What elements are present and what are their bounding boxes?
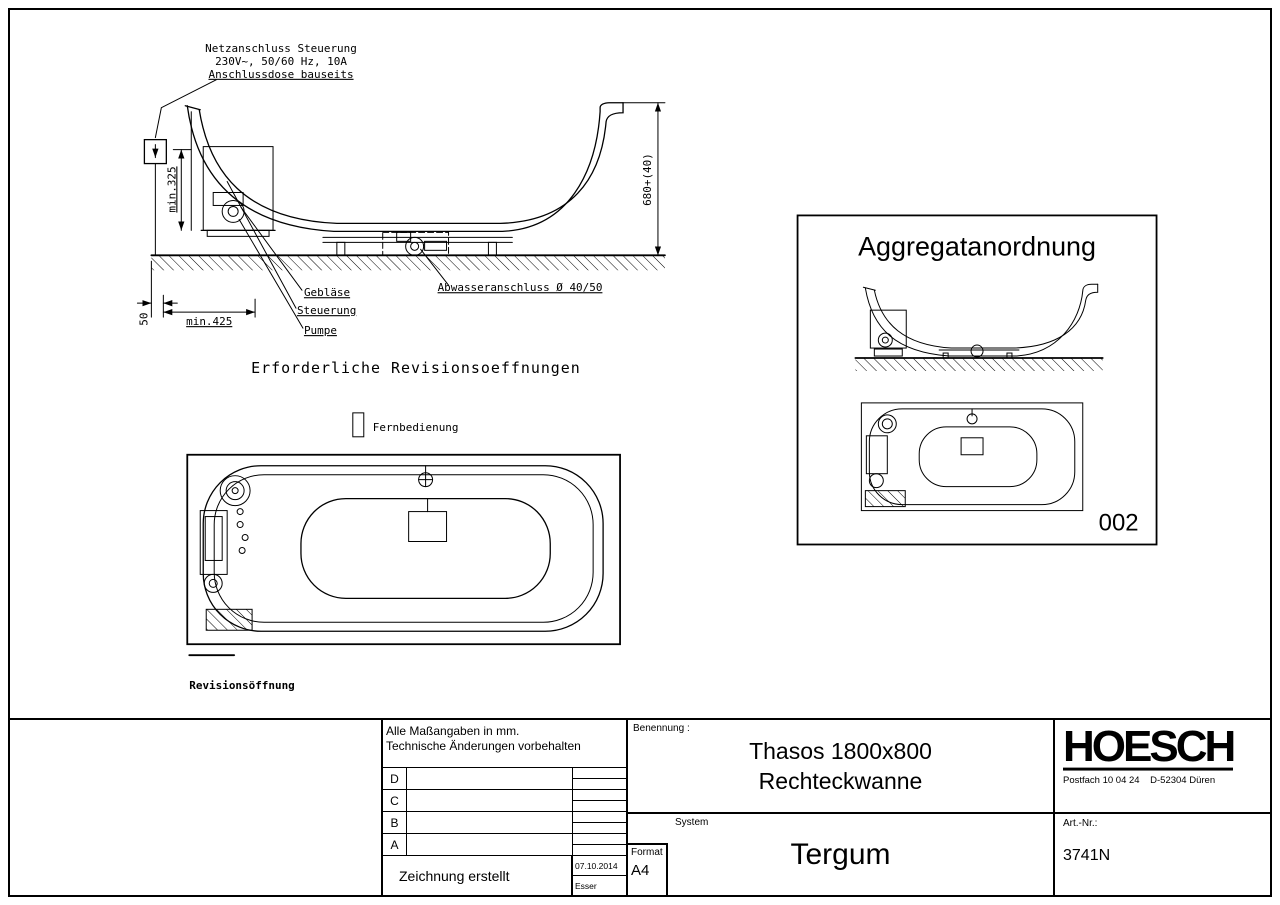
aggregat-figure-number: 002 (1099, 510, 1139, 537)
benennung-label: Benennung : (633, 723, 690, 734)
note-line2: Technische Änderungen vorbehalten (386, 739, 581, 753)
power-note-line3: Anschlussdose bauseits (208, 68, 353, 81)
revision-row-b: B (383, 812, 626, 834)
revision-letter: D (383, 768, 407, 789)
dim-min425: min.425 (186, 315, 232, 328)
product-title-line2: Rechteckwanne (758, 768, 923, 794)
format-label: Format (631, 847, 663, 858)
label-pump: Pumpe (304, 324, 337, 337)
created-date: 07.10.2014 (573, 856, 626, 876)
revision-row-c: C (383, 790, 626, 812)
brand-address: Postfach 10 04 24 D-52304 Düren (1063, 775, 1216, 786)
aggregat-title: Aggregatanordnung (858, 231, 1096, 261)
revision-note: Alle Maßangaben in mm. Technische Änderu… (383, 720, 626, 768)
side-view-labels: Netzanschluss Steuerung 230V~, 50/60 Hz,… (137, 42, 654, 434)
revision-description-cell (407, 834, 572, 855)
artnr-value: 3741N (1063, 847, 1111, 864)
legend-revision-opening: Revisionsöffnung (189, 679, 295, 692)
aggregat-panel-lines (796, 214, 1158, 546)
revision-description-cell (407, 790, 572, 811)
revision-letter: C (383, 790, 407, 811)
revision-table: Alle Maßangaben in mm. Technische Änderu… (383, 720, 628, 895)
product-title: Thasos 1800x800 Rechteckwanne (628, 720, 1053, 796)
titleblock-right: HOESCH Postfach 10 04 24 D-52304 Düren A… (1055, 720, 1270, 895)
power-note-line2: 230V~, 50/60 Hz, 10A (215, 55, 347, 68)
artnr-label: Art.-Nr.: (1063, 818, 1098, 829)
dim-min325: min.325 (165, 166, 178, 212)
technical-drawing: Netzanschluss Steuerung 230V~, 50/60 Hz,… (136, 42, 1158, 692)
system-value: Tergum (790, 837, 891, 871)
side-view-lines (136, 79, 666, 438)
label-blower: Gebläse (304, 286, 350, 299)
system-section: Format A4 System Tergum (628, 814, 1053, 895)
format-value: A4 (631, 862, 650, 879)
revision-date-cell (572, 834, 626, 855)
label-drain: Abwasseranschluss Ø 40/50 (438, 281, 603, 294)
power-note-line1: Netzanschluss Steuerung (205, 42, 357, 55)
revision-row-d: D (383, 768, 626, 790)
titleblock-center: Benennung : Thasos 1800x800 Rechteckwann… (628, 720, 1055, 895)
aggregat-panel-labels: Aggregatanordnung 002 (858, 231, 1138, 536)
revision-letter: A (383, 834, 407, 855)
created-label: Zeichnung erstellt (383, 856, 572, 895)
revision-description-cell (407, 812, 572, 833)
revision-row-a: A (383, 834, 626, 856)
format-box: Format A4 (628, 843, 668, 895)
brand-section: HOESCH Postfach 10 04 24 D-52304 Düren (1055, 720, 1270, 814)
dim-680: 680+(40) (641, 153, 654, 206)
benennung-section: Benennung : Thasos 1800x800 Rechteckwann… (628, 720, 1053, 814)
titleblock-spacer (10, 720, 383, 895)
dim-50: 50 (137, 313, 150, 326)
created-meta: 07.10.2014 Esser (572, 856, 626, 895)
system-label: System (675, 817, 709, 828)
label-control: Steuerung (297, 304, 356, 317)
revision-date-cell (572, 790, 626, 811)
revision-letter: B (383, 812, 407, 833)
plan-view-labels: Revisionsöffnung (189, 679, 295, 692)
revision-description-cell (407, 768, 572, 789)
hoesch-logo: HOESCH (1063, 722, 1236, 771)
created-by: Esser (575, 880, 597, 891)
product-title-line1: Thasos 1800x800 (749, 738, 932, 764)
revision-date-cell (572, 812, 626, 833)
title-block: Alle Maßangaben in mm. Technische Änderu… (10, 718, 1270, 895)
artnr-section: Art.-Nr.: 3741N (1055, 814, 1270, 895)
caption-remote-control: Fernbedienung (373, 421, 459, 434)
drawing-created-row: Zeichnung erstellt 07.10.2014 Esser (383, 856, 626, 895)
revision-date-cell (572, 768, 626, 789)
note-line1: Alle Maßangaben in mm. (386, 724, 520, 738)
drawing-sheet: Netzanschluss Steuerung 230V~, 50/60 Hz,… (8, 8, 1272, 897)
plan-view-lines (186, 453, 621, 657)
caption-revision-openings: Erforderliche Revisionsoeffnungen (251, 359, 581, 377)
